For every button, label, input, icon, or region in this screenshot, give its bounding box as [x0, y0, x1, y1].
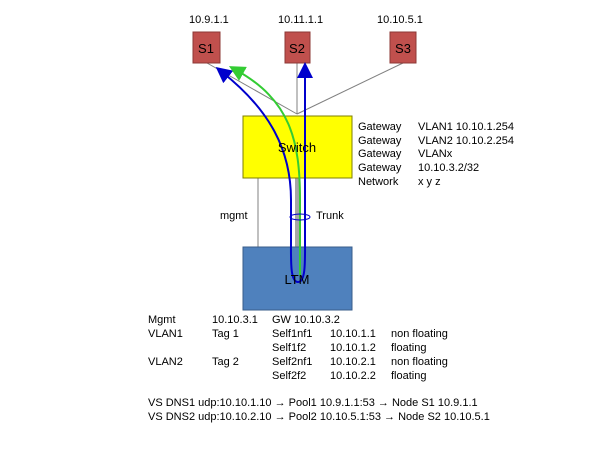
gateway-value: 10.10.3.2/32: [418, 162, 480, 174]
gateway-key: Gateway: [358, 135, 402, 147]
server-s3-ip: 10.10.5.1: [377, 14, 423, 26]
trunk-bundle-icon: [289, 213, 311, 221]
config-cell: non floating: [391, 328, 448, 340]
config-cell: VLAN1: [148, 328, 183, 340]
gateway-value: x y z: [418, 176, 441, 188]
virtual-server-line: VS DNS1 udp:10.10.1.10 → Pool1 10.9.1.1:…: [148, 397, 478, 409]
config-cell: 10.10.1.2: [330, 342, 376, 354]
link-s3-switch: [296, 62, 404, 115]
config-cell: Self2f2: [272, 370, 307, 382]
flow-blue-to-s2: [297, 62, 313, 283]
config-cell: 10.10.1.1: [330, 328, 376, 340]
server-s1-ip: 10.9.1.1: [189, 14, 229, 26]
trunk-link-label: Trunk: [316, 210, 344, 222]
config-cell: Self1nf1: [272, 328, 313, 340]
switch-label: Switch: [278, 140, 316, 155]
server-s3-label: S3: [395, 41, 411, 56]
ltm-label: LTM: [284, 272, 309, 287]
ltm-box[interactable]: [242, 246, 353, 311]
config-cell: Self1f2: [272, 342, 307, 354]
config-cell: floating: [391, 342, 427, 354]
config-cell: Self2nf1: [272, 356, 313, 368]
gateway-key: Gateway: [358, 121, 402, 133]
server-s1-label: S1: [198, 41, 214, 56]
config-cell: 10.10.2.1: [330, 356, 376, 368]
trunk-link: [295, 178, 300, 247]
config-cell: Tag 2: [212, 356, 239, 368]
config-cell: floating: [391, 370, 427, 382]
config-cell: Tag 1: [212, 328, 239, 340]
server-s2-ip: 10.11.1.1: [278, 14, 324, 26]
virtual-server-line: VS DNS2 udp:10.10.2.10 → Pool2 10.10.5.1…: [148, 411, 490, 423]
flow-blue-to-s1: [215, 67, 299, 283]
config-cell: GW 10.10.3.2: [272, 314, 340, 326]
server-s2-label: S2: [289, 41, 305, 56]
config-cell: Mgmt: [148, 314, 176, 326]
gateway-key: Gateway: [358, 162, 402, 174]
mgmt-link-label: mgmt: [220, 210, 248, 222]
gateway-value: VLAN1 10.10.1.254: [418, 121, 515, 133]
server-s1-box[interactable]: [192, 31, 221, 64]
flow-green: [229, 66, 301, 275]
link-s1-switch: [206, 62, 298, 115]
server-s3-box[interactable]: [389, 31, 417, 64]
gateway-key: Gateway: [358, 148, 402, 160]
config-cell: 10.10.3.1: [212, 314, 258, 326]
gateway-key: Network: [358, 176, 399, 188]
config-cell: 10.10.2.2: [330, 370, 376, 382]
gateway-value: VLAN2 10.10.2.254: [418, 135, 515, 147]
config-cell: non floating: [391, 356, 448, 368]
gateway-value: VLANx: [418, 148, 453, 160]
config-cell: VLAN2: [148, 356, 183, 368]
